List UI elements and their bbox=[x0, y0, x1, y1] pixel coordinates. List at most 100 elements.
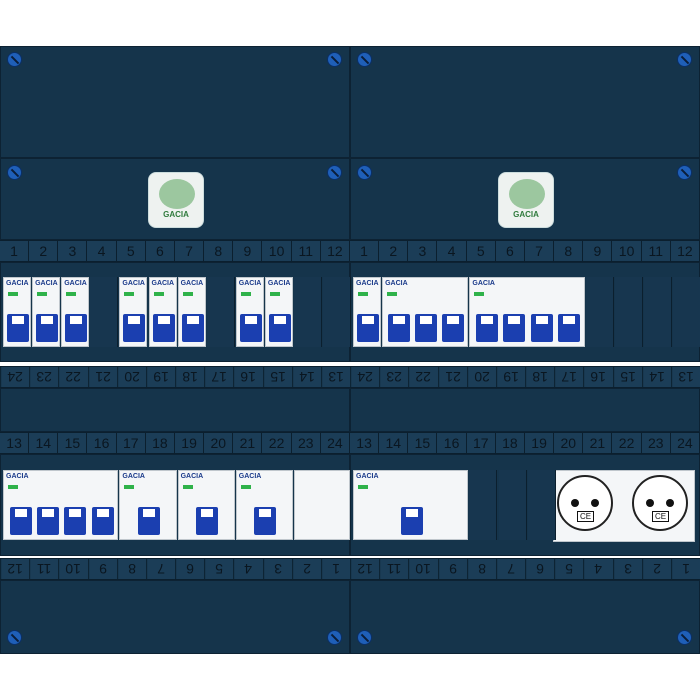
rcd-breaker[interactable]: GACIA bbox=[177, 470, 235, 540]
position-number: 24 bbox=[321, 433, 350, 453]
socket-icon[interactable]: CE bbox=[557, 475, 613, 531]
position-number: 2 bbox=[29, 241, 59, 261]
status-indicator bbox=[387, 292, 398, 296]
breaker-toggle[interactable] bbox=[415, 314, 438, 342]
position-number: 19 bbox=[495, 367, 525, 387]
position-number: 3 bbox=[408, 241, 438, 261]
position-number: 9 bbox=[233, 241, 263, 261]
position-number: 11 bbox=[29, 559, 59, 579]
breaker-toggle[interactable] bbox=[65, 314, 88, 342]
breaker-toggle[interactable] bbox=[400, 507, 423, 535]
screw-icon bbox=[357, 52, 372, 67]
right-middle-cover bbox=[350, 388, 700, 432]
screw-icon bbox=[357, 630, 372, 645]
position-number: 22 bbox=[613, 433, 642, 453]
breaker-toggle[interactable] bbox=[558, 314, 581, 342]
rcd-breaker[interactable]: GACIA bbox=[119, 470, 177, 540]
mcb-breaker[interactable]: GACIA bbox=[32, 277, 61, 347]
mcb-breaker-group[interactable]: GACIA bbox=[469, 277, 585, 347]
screw-icon bbox=[327, 52, 342, 67]
position-number: 17 bbox=[554, 367, 584, 387]
rcd-breaker[interactable]: GACIA bbox=[353, 470, 469, 540]
breaker-toggle[interactable] bbox=[239, 314, 262, 342]
position-number: 16 bbox=[583, 367, 613, 387]
position-number: 24 bbox=[671, 433, 700, 453]
position-number: 11 bbox=[292, 241, 321, 261]
status-indicator bbox=[269, 292, 280, 296]
position-number: 4 bbox=[438, 241, 467, 261]
info-label-module bbox=[294, 470, 351, 540]
position-number: 8 bbox=[554, 241, 584, 261]
position-number: 12 bbox=[671, 241, 700, 261]
socket-pin-left bbox=[646, 499, 654, 507]
breaker-toggle[interactable] bbox=[388, 314, 411, 342]
position-number: 2 bbox=[291, 559, 321, 579]
screw-icon bbox=[327, 630, 342, 645]
position-number: 4 bbox=[233, 559, 263, 579]
brand-label: GACIA bbox=[180, 280, 204, 287]
position-number: 14 bbox=[291, 367, 321, 387]
breaker-toggle[interactable] bbox=[503, 314, 526, 342]
breaker-toggle[interactable] bbox=[64, 507, 87, 535]
blank-cover bbox=[673, 277, 700, 347]
breaker-toggle[interactable] bbox=[268, 314, 291, 342]
logo-text: GACIA bbox=[513, 210, 539, 219]
position-number: 13 bbox=[350, 433, 380, 453]
mcb-breaker[interactable]: GACIA bbox=[3, 277, 32, 347]
mcb-breaker[interactable]: GACIA bbox=[264, 277, 293, 347]
mcb-breaker[interactable]: GACIA bbox=[353, 277, 382, 347]
mcb-breaker[interactable]: GACIA bbox=[61, 277, 90, 347]
position-number: 23 bbox=[292, 433, 321, 453]
blank-cover bbox=[644, 277, 673, 347]
position-number: 6 bbox=[496, 241, 525, 261]
mcb-breaker-group[interactable]: GACIA bbox=[382, 277, 469, 347]
mcb-breaker[interactable]: GACIA bbox=[177, 277, 206, 347]
blank-cover bbox=[585, 277, 614, 347]
position-number: 10 bbox=[408, 559, 438, 579]
breaker-toggle[interactable] bbox=[7, 314, 30, 342]
position-number: 10 bbox=[263, 241, 292, 261]
breaker-toggle[interactable] bbox=[181, 314, 204, 342]
breaker-toggle[interactable] bbox=[9, 507, 32, 535]
breaker-toggle[interactable] bbox=[137, 507, 160, 535]
screw-icon bbox=[357, 165, 372, 180]
rcd-breaker[interactable]: GACIA bbox=[235, 470, 293, 540]
position-number: 16 bbox=[438, 433, 467, 453]
breaker-toggle[interactable] bbox=[36, 314, 59, 342]
mcb-breaker-group[interactable]: GACIA bbox=[3, 470, 119, 540]
position-number: 11 bbox=[642, 241, 671, 261]
breaker-toggle[interactable] bbox=[357, 314, 380, 342]
position-number: 9 bbox=[87, 559, 117, 579]
screw-icon bbox=[677, 165, 692, 180]
screw-icon bbox=[677, 630, 692, 645]
screw-icon bbox=[7, 630, 22, 645]
mcb-breaker[interactable]: GACIA bbox=[235, 277, 264, 347]
socket-pin-right bbox=[591, 499, 599, 507]
position-number: 4 bbox=[88, 241, 117, 261]
right-brand-logo: GACIA bbox=[498, 172, 554, 228]
breaker-toggle[interactable] bbox=[123, 314, 146, 342]
mcb-breaker[interactable]: GACIA bbox=[148, 277, 177, 347]
breaker-toggle[interactable] bbox=[196, 507, 219, 535]
position-number: 20 bbox=[554, 433, 584, 453]
socket-icon[interactable]: CE bbox=[632, 475, 688, 531]
position-number: 7 bbox=[495, 559, 525, 579]
status-indicator bbox=[358, 485, 368, 489]
position-number: 5 bbox=[117, 241, 146, 261]
brand-label: GACIA bbox=[385, 280, 408, 287]
position-number: 2 bbox=[379, 241, 409, 261]
position-number: 21 bbox=[87, 367, 117, 387]
breaker-toggle[interactable] bbox=[254, 507, 277, 535]
breaker-toggle[interactable] bbox=[91, 507, 114, 535]
position-number: 15 bbox=[262, 367, 292, 387]
position-number: 14 bbox=[379, 433, 409, 453]
breaker-toggle[interactable] bbox=[152, 314, 175, 342]
breaker-toggle[interactable] bbox=[37, 507, 60, 535]
blank-cover bbox=[469, 470, 498, 540]
mcb-breaker[interactable]: GACIA bbox=[119, 277, 148, 347]
breaker-toggle[interactable] bbox=[530, 314, 553, 342]
breaker-toggle[interactable] bbox=[442, 314, 464, 342]
breaker-toggle[interactable] bbox=[476, 314, 499, 342]
